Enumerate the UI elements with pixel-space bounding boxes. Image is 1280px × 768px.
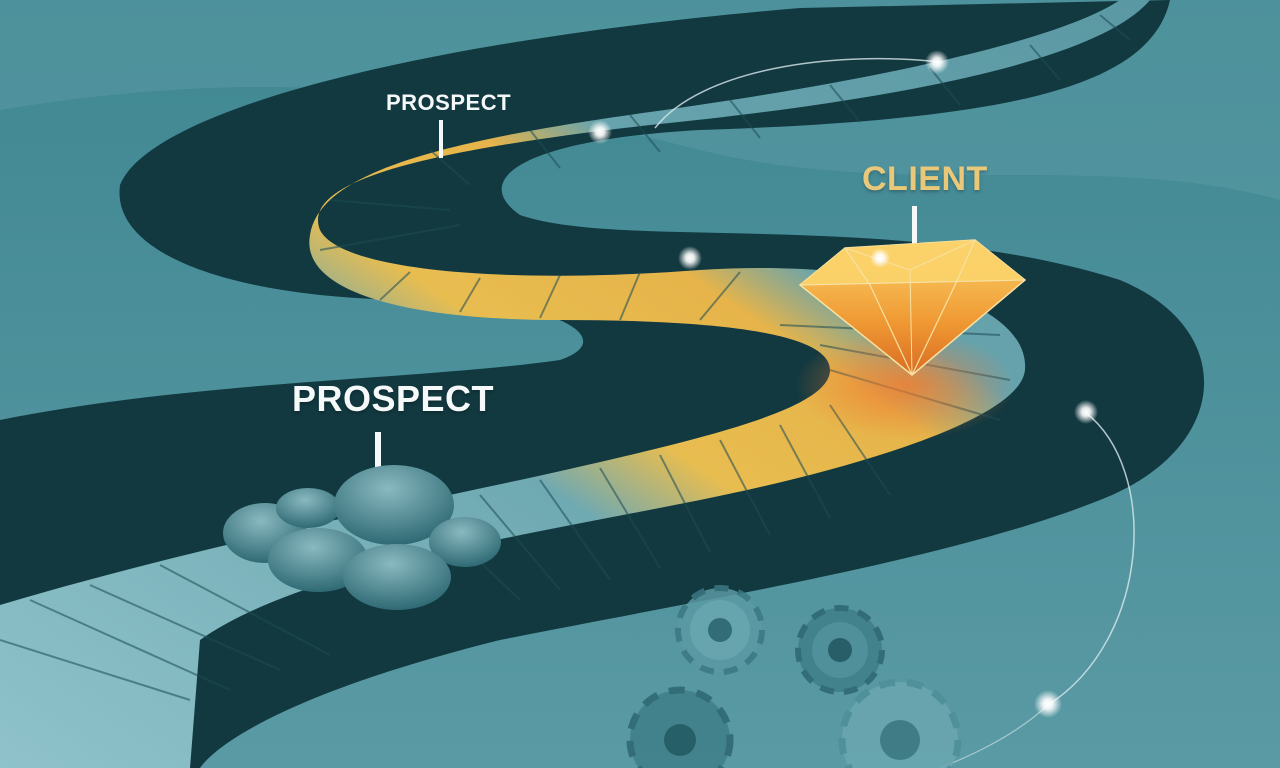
prospect-label-mid: PROSPECT [292,378,495,419]
diamond-icon [798,239,1027,376]
stones-icon [223,465,501,610]
arc-right [1047,411,1135,706]
arc-top [654,57,941,129]
gem-glow [795,330,1015,440]
prospect-label-top: PROSPECT [386,90,512,115]
stem-client [912,206,917,246]
stem-top [439,120,443,158]
stem-mid [375,432,381,480]
glow-dot-icon [588,50,1098,718]
gears-icon [626,585,962,768]
client-label: CLIENT [862,160,988,198]
